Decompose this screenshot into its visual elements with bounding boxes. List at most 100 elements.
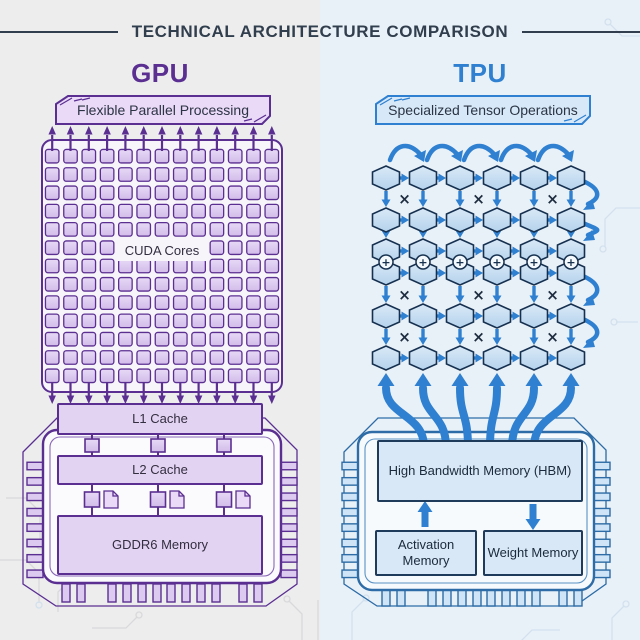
cuda-core-cell	[154, 148, 170, 164]
pe-right-arrowhead	[401, 173, 409, 183]
cuda-core-cell	[209, 295, 225, 311]
gpu-output-arrowhead	[268, 395, 276, 404]
gpu-pin-right	[280, 538, 298, 548]
cuda-core-cell	[118, 350, 133, 365]
cuda-core-cell	[172, 167, 188, 182]
cuda-core-cell	[227, 240, 243, 256]
pe-right-arrowhead	[475, 215, 483, 225]
gpu-pin-right	[280, 492, 298, 502]
pe-down-arrowhead	[529, 337, 539, 345]
cuda-core-cell	[118, 203, 133, 219]
weight-hop-arc	[461, 143, 497, 163]
cuda-core-cell	[227, 350, 243, 365]
hbm-feed-arrow	[382, 384, 428, 451]
cuda-core-cell	[99, 368, 115, 384]
cuda-core-cell	[118, 148, 133, 164]
cuda-core-cell	[136, 295, 152, 311]
cuda-core-cell	[136, 148, 152, 164]
multiply-icon: ×	[472, 328, 485, 346]
weight-hop-arrowhead	[562, 150, 574, 162]
hbm-feed-arrowhead	[377, 373, 395, 386]
cuda-core-cell	[227, 148, 243, 164]
weight-hop-arc	[535, 143, 571, 163]
cuda-core-cell	[81, 295, 97, 311]
cuda-core-cell	[172, 148, 188, 164]
weight-hop-arc	[498, 143, 534, 163]
cuda-core-cell	[154, 295, 170, 311]
weight-hop-arrowhead	[451, 150, 463, 162]
cuda-core-cell	[63, 167, 78, 182]
pe-down-arrowhead	[529, 230, 539, 238]
cuda-core-cell	[172, 331, 188, 347]
tpu-pin-left	[341, 553, 359, 563]
cuda-core-cell	[172, 203, 188, 219]
hex-processing-element	[371, 345, 401, 371]
cuda-core-cell	[246, 240, 261, 256]
cuda-core-cell	[246, 295, 261, 311]
cuda-core-cell	[246, 167, 261, 182]
cuda-core-cell	[136, 258, 152, 274]
hex-processing-element	[519, 260, 549, 286]
cuda-core-cell	[264, 331, 280, 347]
gpu-input-arrowhead	[121, 126, 130, 135]
pe-right-arrowhead	[512, 246, 520, 256]
hbm-feed-arrowhead	[525, 373, 543, 386]
circuit-trace-node	[362, 594, 370, 602]
cuda-core-cell	[154, 276, 170, 292]
cuda-core-cell	[81, 313, 97, 329]
cuda-core-cell	[63, 221, 78, 237]
cuda-core-cell	[246, 148, 261, 164]
cuda-core-cell	[246, 203, 261, 219]
gpu-output-arrowhead	[66, 395, 75, 404]
cuda-core-cell	[246, 331, 261, 347]
cuda-core-cell	[118, 331, 133, 347]
pe-right-arrowhead	[512, 173, 520, 183]
cuda-core-cell	[154, 203, 170, 219]
cuda-core-cell	[191, 368, 207, 384]
cuda-core-cell	[81, 148, 97, 164]
accumulate-node	[563, 254, 579, 270]
hbm-feed-arrowhead	[562, 373, 580, 386]
cuda-core-cell	[63, 313, 78, 329]
cuda-core-cell	[191, 185, 207, 201]
cuda-core-cell	[264, 313, 280, 329]
cuda-core-cell	[81, 221, 97, 237]
gpu-pin-bottom	[211, 583, 221, 603]
cuda-cores-label: CUDA Cores	[115, 240, 209, 261]
accumulate-icon: +	[381, 256, 390, 269]
cuda-core-cell	[172, 221, 188, 237]
tpu-pin-left	[341, 507, 359, 517]
cuda-core-cell	[136, 331, 152, 347]
tpu-pin-right	[593, 553, 611, 563]
cuda-core-cell	[154, 313, 170, 329]
pe-down-arrowhead	[566, 295, 576, 303]
gpu-pin-right	[280, 523, 298, 533]
edge-recirculation-arrowhead	[583, 295, 595, 306]
cuda-core-cell	[264, 167, 280, 182]
circuit-trace	[604, 207, 640, 247]
pe-right-arrowhead	[438, 173, 446, 183]
tpu-pin-bottom	[442, 589, 452, 607]
cuda-core-cell	[246, 185, 261, 201]
hbm-feed-arrow	[486, 384, 501, 451]
gpu-pin-bottom	[137, 583, 147, 603]
hex-processing-element	[408, 345, 438, 371]
pe-down-arrowhead	[418, 199, 428, 207]
title-row: TECHNICAL ARCHITECTURE COMPARISON	[0, 20, 640, 44]
pe-down-arrowhead	[455, 337, 465, 345]
cuda-core-cell	[264, 258, 280, 274]
cuda-core-cell	[191, 167, 207, 182]
cuda-core-cell	[118, 276, 133, 292]
cuda-core-cell	[44, 276, 60, 292]
cuda-core-cell	[81, 167, 97, 182]
cuda-core-cell	[264, 185, 280, 201]
cuda-core-cell	[81, 203, 97, 219]
hex-processing-element	[408, 260, 438, 286]
hbm-feed-arrowhead	[488, 373, 506, 386]
multiply-icon: ×	[398, 286, 411, 304]
gpu-memory-doc-icon	[169, 490, 185, 509]
tpu-pin-right	[593, 476, 611, 486]
cuda-core-cell	[81, 240, 97, 256]
circuit-trace-node	[610, 318, 618, 326]
